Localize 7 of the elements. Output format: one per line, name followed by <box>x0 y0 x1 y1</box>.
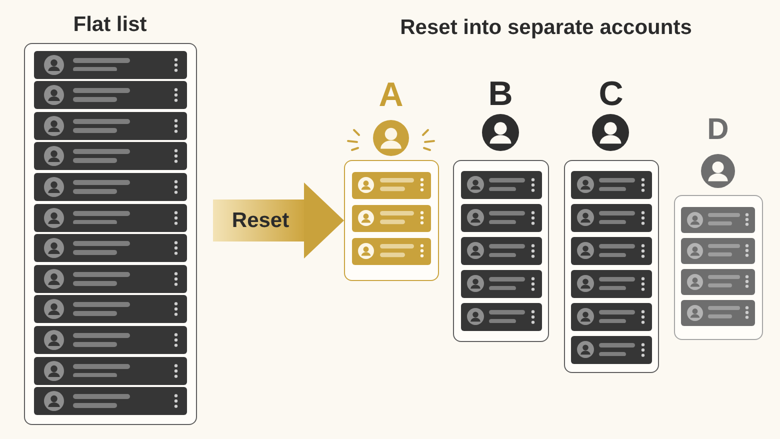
account-label: D <box>707 113 729 148</box>
edge-label: Reset <box>232 208 290 233</box>
panel-heading: Flat list <box>73 13 147 38</box>
section-heading: Reset into separate accounts <box>400 16 692 40</box>
account-label: B <box>488 74 513 114</box>
account-label: A <box>378 76 404 116</box>
account-label: C <box>598 74 624 114</box>
